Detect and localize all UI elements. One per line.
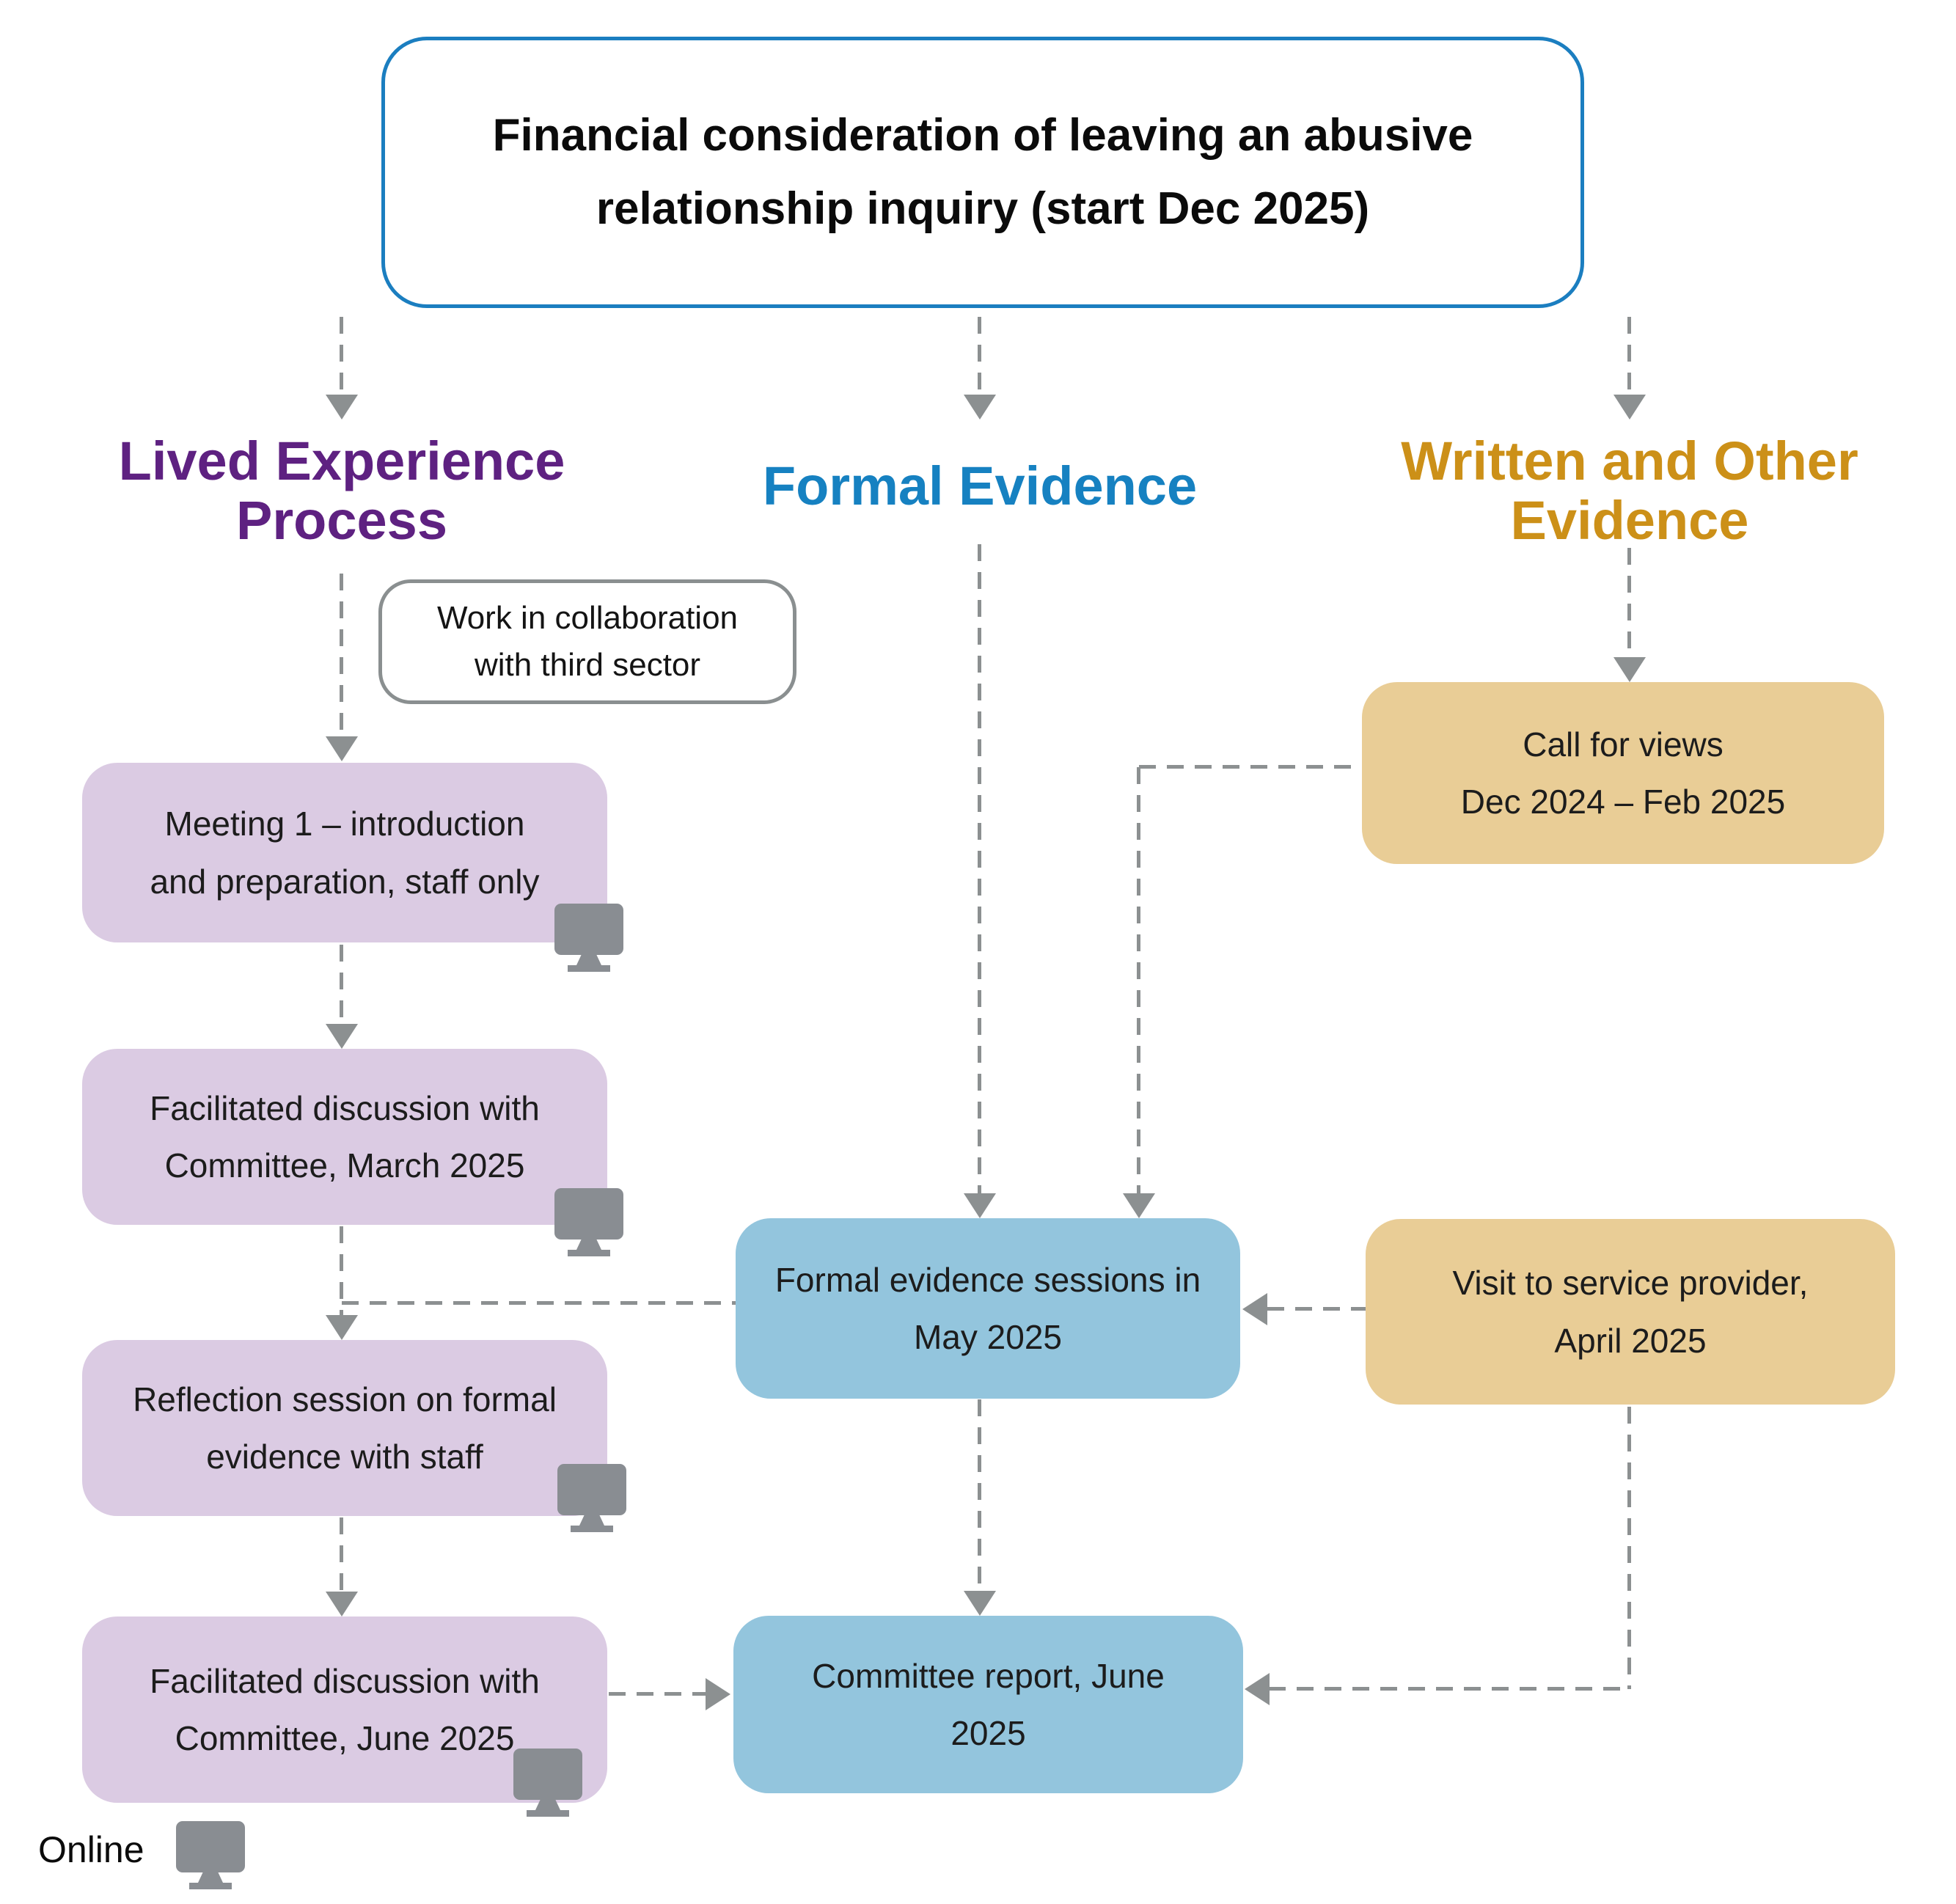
arrow-down-icon — [964, 1193, 996, 1218]
monitor-screen — [554, 904, 623, 955]
arrow-left-icon — [1245, 1673, 1270, 1705]
connector-june-to-report — [609, 1692, 706, 1696]
connector-title-to-lived — [340, 317, 343, 395]
heading-line: Process — [236, 490, 447, 552]
node-formal-evidence-sessions: Formal evidence sessions in May 2025 — [736, 1218, 1240, 1399]
connector-lived-to-meeting1 — [340, 574, 343, 736]
arrow-down-icon — [326, 1592, 358, 1616]
heading-line: Formal Evidence — [762, 455, 1198, 516]
arrow-down-icon — [1613, 395, 1646, 420]
arrow-down-icon — [964, 395, 996, 420]
node-committee-report: Committee report, June 2025 — [733, 1616, 1243, 1793]
node-line: Dec 2024 – Feb 2025 — [1460, 783, 1786, 821]
heading-line: Lived Experience — [118, 431, 565, 491]
node-line: Meeting 1 – introduction — [164, 805, 525, 843]
node-line: April 2025 — [1554, 1321, 1707, 1360]
node-line: Committee, June 2025 — [175, 1719, 515, 1757]
monitor-base — [189, 1883, 232, 1889]
node-call-for-views: Call for views Dec 2024 – Feb 2025 — [1362, 682, 1884, 864]
arrow-down-icon — [326, 1024, 358, 1049]
monitor-stand — [198, 1871, 223, 1883]
monitor-stand — [535, 1798, 560, 1810]
connector-reflection-to-june — [340, 1517, 343, 1592]
node-line: Call for views — [1523, 725, 1724, 764]
monitor-base — [571, 1526, 613, 1532]
connector-sessions-to-report — [978, 1399, 981, 1591]
node-line: 2025 — [950, 1714, 1026, 1752]
legend-online-label: Online — [38, 1829, 144, 1870]
connector-march-to-reflection — [340, 1226, 343, 1315]
arrow-down-icon — [1613, 657, 1646, 682]
arrow-left-icon — [1242, 1293, 1267, 1325]
node-meeting1: Meeting 1 – introduction and preparation… — [82, 763, 607, 942]
connector-visit-elbow-horizontal — [1269, 1687, 1630, 1691]
node-line: and preparation, staff only — [150, 862, 540, 901]
node-line: Formal evidence sessions in — [774, 1260, 1201, 1299]
monitor-base — [568, 965, 610, 972]
monitor-stand — [576, 1238, 601, 1250]
arrow-down-icon — [326, 395, 358, 420]
column-heading-formal-evidence: Formal Evidence — [686, 456, 1273, 516]
monitor-icon — [557, 1464, 626, 1534]
monitor-icon — [513, 1749, 582, 1818]
heading-line: Written and Other — [1401, 431, 1858, 491]
title-line-1: Financial consideration of leaving an ab… — [492, 109, 1473, 161]
node-line: May 2025 — [913, 1318, 1062, 1356]
monitor-base — [568, 1250, 610, 1256]
monitor-screen — [513, 1749, 582, 1800]
arrow-down-icon — [326, 1315, 358, 1340]
connector-meeting1-to-march — [340, 945, 343, 1024]
monitor-icon — [554, 904, 623, 973]
monitor-screen — [554, 1188, 623, 1240]
arrow-down-icon — [964, 1591, 996, 1616]
title-line-2: relationship inquiry (start Dec 2025) — [596, 183, 1370, 234]
arrow-down-icon — [326, 736, 358, 761]
note-line: Work in collaboration — [436, 600, 739, 637]
connector-views-elbow-horizontal — [1139, 765, 1362, 769]
connector-title-to-formal — [978, 317, 981, 395]
connector-formal-to-sessions — [978, 544, 981, 1193]
monitor-icon — [176, 1821, 245, 1891]
arrow-down-icon — [1123, 1193, 1155, 1218]
connector-written-to-views — [1627, 548, 1631, 657]
node-line: Visit to service provider, — [1452, 1264, 1809, 1303]
connector-views-elbow-vertical — [1137, 767, 1140, 1193]
monitor-base — [527, 1810, 569, 1817]
node-line: Committee report, June — [812, 1656, 1165, 1695]
column-heading-lived-experience: Lived Experience Process — [48, 431, 635, 551]
node-line: evidence with staff — [206, 1438, 483, 1476]
arrow-right-icon — [706, 1678, 730, 1710]
connector-title-to-written — [1627, 317, 1631, 395]
note-collaboration: Work in collaboration with third sector — [378, 579, 796, 704]
column-heading-written-evidence: Written and Other Evidence — [1336, 431, 1923, 551]
title-box: Financial consideration of leaving an ab… — [381, 37, 1584, 308]
monitor-icon — [554, 1188, 623, 1258]
monitor-screen — [557, 1464, 626, 1515]
node-reflection-session: Reflection session on formal evidence wi… — [82, 1340, 607, 1516]
connector-visit-to-sessions — [1267, 1307, 1366, 1311]
connector-sessions-to-reflection — [342, 1301, 736, 1305]
node-line: Facilitated discussion with — [150, 1088, 540, 1127]
node-line: Committee, March 2025 — [164, 1146, 525, 1184]
heading-line: Evidence — [1510, 490, 1749, 552]
node-line: Facilitated discussion with — [150, 1661, 540, 1700]
note-line: with third sector — [474, 647, 701, 683]
node-visit-service-provider: Visit to service provider, April 2025 — [1366, 1219, 1895, 1405]
connector-visit-elbow-vertical — [1627, 1407, 1631, 1689]
monitor-stand — [576, 953, 601, 965]
node-facilitated-march: Facilitated discussion with Committee, M… — [82, 1049, 607, 1225]
monitor-stand — [579, 1514, 604, 1526]
monitor-screen — [176, 1821, 245, 1872]
node-line: Reflection session on formal — [133, 1380, 557, 1418]
